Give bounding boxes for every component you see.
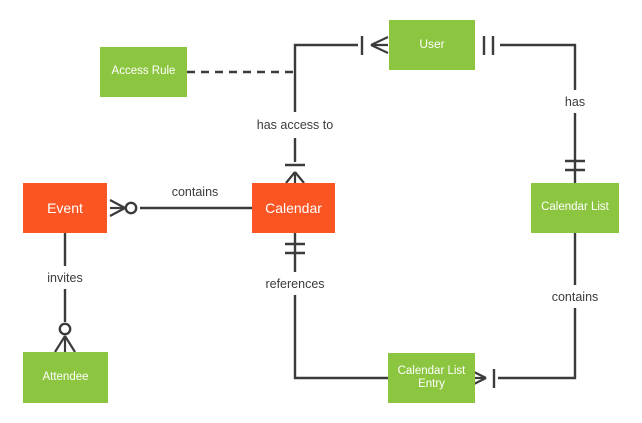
cardinality-crowsfoot-user bbox=[370, 36, 389, 54]
relationship-label-contains-calendar-list-entry: contains bbox=[551, 290, 599, 304]
entity-label-calendar: Calendar bbox=[265, 199, 322, 216]
relationship-label-invites: invites bbox=[47, 271, 83, 285]
cardinality-exactly-one-user-right bbox=[482, 36, 495, 55]
cardinality-zero-circle-attendee bbox=[58, 322, 72, 336]
connector-calendar-list-contains-entry bbox=[469, 233, 577, 388]
relationship-label-references: references bbox=[265, 277, 325, 291]
relationship-label-contains-event-calendar: contains bbox=[171, 185, 219, 199]
entity-event[interactable]: Event bbox=[23, 183, 107, 233]
cardinality-zero-circle bbox=[124, 201, 138, 215]
cardinality-crowsfoot-event bbox=[109, 199, 126, 217]
connector-calendar-references-entry bbox=[285, 233, 388, 380]
cardinality-crowsfoot-calendar-top bbox=[285, 171, 305, 184]
connector-user-has-calendar-list bbox=[482, 36, 585, 183]
cardinality-exactly-one-calendar-bottom bbox=[285, 242, 305, 255]
entity-calendar-list-entry[interactable]: Calendar List Entry bbox=[388, 353, 475, 403]
entity-label-calendar-list-entry: Calendar List Entry bbox=[397, 364, 466, 390]
entity-attendee[interactable]: Attendee bbox=[23, 352, 108, 403]
relationship-label-has: has bbox=[564, 95, 586, 109]
entity-user[interactable]: User bbox=[389, 20, 475, 70]
cardinality-crowsfoot-attendee bbox=[54, 335, 76, 353]
entity-access-rule[interactable]: Access Rule bbox=[100, 47, 187, 97]
relationship-label-has-access-to: has access to bbox=[256, 118, 334, 132]
entity-label-access-rule: Access Rule bbox=[111, 65, 176, 78]
connector-event-invites-attendee bbox=[54, 233, 76, 353]
entity-label-user: User bbox=[419, 37, 445, 52]
entity-calendar-list[interactable]: Calendar List bbox=[531, 183, 619, 233]
connector-event-contains-calendar bbox=[109, 199, 252, 217]
connector-user-has-access-to-calendar bbox=[285, 36, 389, 184]
entity-label-event: Event bbox=[47, 199, 83, 216]
entity-label-calendar-list: Calendar List bbox=[541, 201, 609, 214]
entity-calendar[interactable]: Calendar bbox=[252, 183, 335, 233]
cardinality-exactly-one-calendar-list-top bbox=[565, 159, 585, 172]
entity-label-attendee: Attendee bbox=[42, 370, 89, 383]
